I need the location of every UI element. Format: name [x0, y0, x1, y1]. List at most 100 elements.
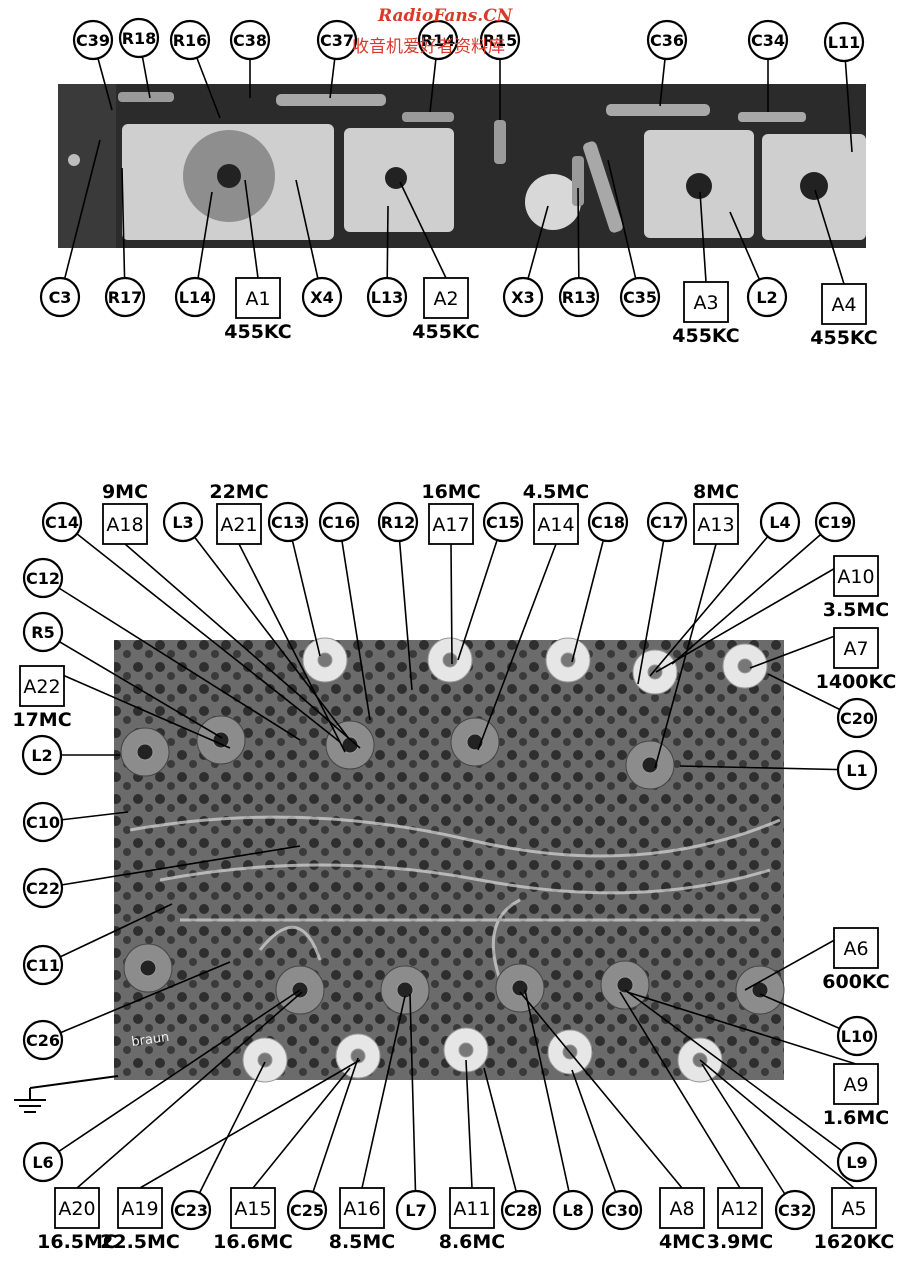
adjust-box — [833, 627, 879, 669]
label-text: C35 — [623, 288, 657, 307]
adjust-frequency: 9MC — [102, 481, 148, 503]
label-l14: L14 — [174, 276, 216, 318]
label-text: C37 — [320, 31, 354, 50]
leader-line — [252, 1067, 351, 1189]
leader-line — [701, 1063, 796, 1211]
capacitor-c36 — [606, 104, 710, 116]
leader-line — [679, 765, 858, 771]
label-text: L11 — [828, 33, 860, 52]
leader-line — [483, 1067, 522, 1211]
adjust-frequency: 16.6MC — [213, 1231, 293, 1253]
adjust-frequency: 8.6MC — [439, 1231, 506, 1253]
label-text: C10 — [26, 813, 60, 832]
adjust-label: A19 — [121, 1198, 158, 1220]
adjust-frequency: 600KC — [822, 971, 889, 993]
if-can-a3-slug — [686, 173, 712, 199]
adjust-box — [235, 277, 281, 319]
label-text: R17 — [108, 288, 143, 307]
label-c36: C36 — [646, 19, 688, 61]
label-ring — [104, 276, 146, 318]
leader-line — [182, 521, 351, 741]
label-ring — [174, 276, 216, 318]
leader-line — [338, 521, 371, 721]
coil-slug — [136, 743, 154, 761]
leader-line — [655, 555, 857, 673]
leader-line — [139, 1059, 361, 1189]
label-ring — [22, 1141, 64, 1183]
pcb-marking: braun — [130, 1030, 170, 1050]
label-ring — [170, 1189, 212, 1231]
label-text: L9 — [846, 1153, 867, 1172]
label-c38: C38 — [229, 19, 271, 61]
leader-line — [671, 521, 836, 665]
label-ring — [646, 501, 688, 543]
label-ring — [22, 944, 64, 986]
label-ring — [286, 1189, 328, 1231]
label-ring — [72, 19, 114, 61]
label-ring — [619, 276, 661, 318]
label-text: C34 — [751, 31, 785, 50]
resistor-r15 — [494, 120, 506, 164]
label-text: C25 — [290, 1201, 324, 1220]
label-l8: L8 — [552, 1189, 594, 1231]
label-text: L4 — [769, 513, 790, 532]
label-c20: C20 — [836, 697, 878, 739]
label-c14: C14 — [41, 501, 83, 543]
label-text: C11 — [26, 956, 60, 975]
label-ring — [22, 557, 64, 599]
leader-lines — [41, 37, 858, 1211]
watermark-title: RadioFans.CN — [378, 6, 513, 26]
label-ring — [836, 697, 878, 739]
label-l11: L11 — [823, 21, 865, 63]
leader-line — [654, 543, 717, 769]
leader-line — [519, 991, 683, 1189]
adjust-label: A5 — [841, 1198, 866, 1220]
leader-line — [59, 139, 101, 298]
label-x4: X4 — [301, 276, 343, 318]
leader-line — [699, 191, 707, 283]
trimmer-center — [737, 658, 753, 674]
leader-line — [61, 521, 341, 743]
adjust-frequency: 1400KC — [816, 671, 897, 693]
leader-line — [76, 991, 303, 1189]
label-c25: C25 — [286, 1189, 328, 1231]
label-ring — [836, 1015, 878, 1057]
adjust-box — [230, 1187, 276, 1229]
leader-line — [42, 845, 301, 889]
adjust-box — [833, 555, 879, 597]
label-ring — [502, 276, 544, 318]
label-c39: C39 — [72, 19, 114, 61]
adjust-a9: A91.6MC — [823, 1063, 889, 1129]
label-ring — [22, 1019, 64, 1061]
label-text: R12 — [381, 513, 416, 532]
leader-line — [124, 543, 361, 749]
label-r13: R13 — [558, 276, 600, 318]
adjust-frequency: 22MC — [209, 481, 268, 503]
label-ring — [746, 276, 788, 318]
adjust-box — [831, 1187, 877, 1229]
label-l2_top: L2 — [746, 276, 788, 318]
leader-line — [699, 1059, 855, 1189]
adjust-frequency: 455KC — [672, 325, 739, 347]
leader-line — [121, 167, 126, 298]
label-c32: C32 — [774, 1189, 816, 1231]
leader-line — [450, 543, 453, 665]
label-l1: L1 — [836, 749, 878, 791]
label-r5: R5 — [22, 611, 64, 653]
adjust-label: A12 — [721, 1198, 758, 1220]
adjust-box — [216, 503, 262, 545]
label-ring — [21, 734, 63, 776]
label-text: L3 — [172, 513, 193, 532]
adjust-label: A7 — [843, 638, 868, 660]
label-l7: L7 — [395, 1189, 437, 1231]
label-text: C18 — [591, 513, 625, 532]
adjust-box — [833, 1063, 879, 1105]
label-ring — [759, 501, 801, 543]
capacitor-c34 — [738, 112, 806, 122]
coil-slug — [616, 976, 634, 994]
